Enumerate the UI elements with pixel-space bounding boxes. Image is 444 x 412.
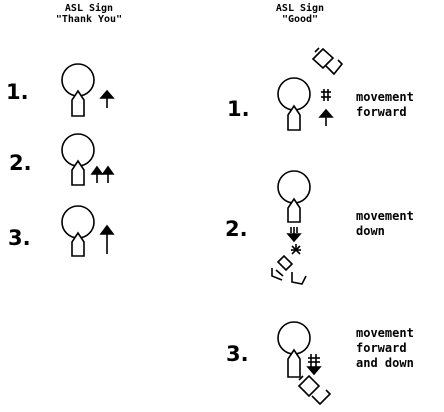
angled-hand-icon (314, 47, 320, 53)
left-step-1-figure (61, 63, 115, 117)
angled-hand-icon (325, 59, 344, 76)
right-step-2-desc-line1: movement (356, 209, 414, 223)
right-step-3-figure (277, 321, 332, 406)
right-step-2-figure (271, 170, 311, 285)
right-step-1-figure (277, 47, 344, 131)
flat-hand-icon (287, 197, 301, 223)
bent-hand-icon (276, 254, 294, 272)
right-step-2-number: 2. (225, 217, 248, 241)
down-arrow-head-icon (306, 366, 322, 376)
right-step-3-number: 3. (226, 342, 249, 366)
left-step-3-number: 3. (8, 226, 31, 250)
left-step-2-number: 2. (9, 151, 32, 175)
flat-hand-icon (287, 348, 301, 378)
bent-hand-icon (271, 268, 283, 281)
flat-hand-icon (71, 159, 85, 186)
angled-hand-icon (311, 47, 335, 70)
right-title-line2: "Good" (281, 14, 319, 25)
flat-hand-icon (287, 104, 301, 131)
up-arrow-head-icon (318, 108, 334, 118)
contact-star-icon (291, 244, 301, 255)
angled-hand-icon (311, 389, 332, 406)
right-step-1-desc-line1: movement (356, 90, 414, 104)
angled-hand-icon (298, 375, 304, 381)
bent-hand-icon (291, 272, 307, 285)
left-step-3-figure (61, 205, 115, 257)
right-step-1-desc-line2: forward (356, 105, 407, 119)
left-title-line1: ASL Sign (64, 3, 114, 14)
right-step-3-desc-line3: and down (356, 356, 414, 370)
left-title-line2: "Thank You" (55, 14, 123, 25)
right-step-1-description: movement forward (356, 90, 414, 120)
right-step-2-description: movement down (356, 209, 414, 239)
left-title: ASL Sign "Thank You" (44, 3, 134, 25)
right-step-1-number: 1. (227, 97, 250, 121)
up-arrow-head-icon (99, 224, 115, 235)
right-step-3-description: movement forward and down (356, 326, 414, 371)
up-arrow-head-icon (90, 165, 104, 175)
up-arrow-head-icon (101, 165, 115, 175)
right-step-3-desc-line2: forward (356, 341, 407, 355)
bent-hand-icon (275, 269, 284, 277)
angled-hand-icon (297, 374, 321, 398)
left-step-2-figure (61, 133, 115, 186)
down-arrow-head-icon (286, 233, 302, 243)
right-title-line1: ASL Sign (275, 3, 325, 14)
up-arrow-head-icon (99, 89, 115, 99)
right-title: ASL Sign "Good" (260, 3, 340, 25)
flat-hand-icon (71, 89, 85, 117)
right-step-3-desc-line1: movement (356, 326, 414, 340)
flat-hand-icon (71, 231, 85, 257)
right-step-2-desc-line2: down (356, 224, 385, 238)
left-step-1-number: 1. (6, 80, 29, 104)
